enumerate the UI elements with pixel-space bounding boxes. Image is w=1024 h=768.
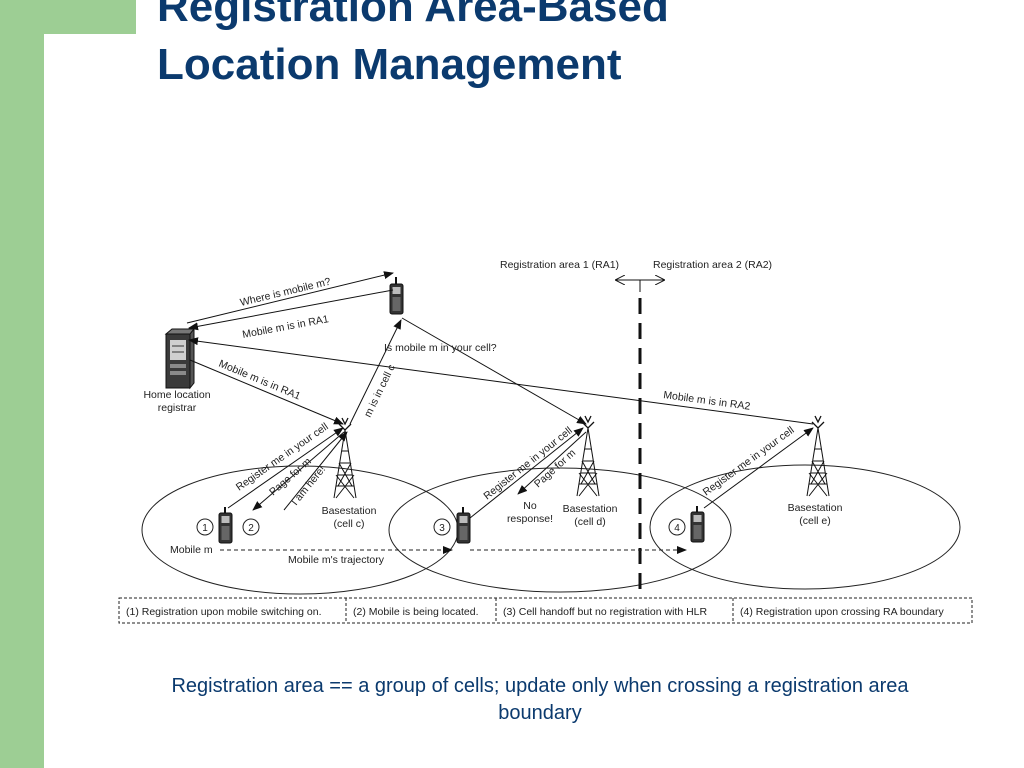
left-accent-band	[0, 0, 44, 768]
slide-caption: Registration area == a group of cells; u…	[171, 675, 909, 724]
step-1-number: 1	[202, 523, 208, 534]
bs-e-label-line-1: Basestation	[788, 502, 843, 514]
trajectory-label: Mobile m's trajectory	[288, 554, 385, 566]
msg-register-e: Register me in your cell	[701, 424, 797, 498]
cell-d-ellipse	[388, 467, 732, 593]
arrow-mobile-in-ra1-top	[188, 289, 394, 331]
step-1-circle	[196, 518, 214, 536]
title-line-2: Location Management	[157, 40, 622, 89]
msg-mobile-in-ra1-left: Mobile m is in RA1	[217, 358, 303, 403]
basestation-d-tower-icon	[576, 415, 600, 497]
arrow-page-for-m-d	[517, 431, 587, 495]
slide-title: Registration Area-Based Location Managem…	[157, 0, 669, 94]
legend-item-3: (3) Cell handoff but no registration wit…	[503, 606, 707, 618]
arrow-page-for-m-c	[252, 431, 345, 511]
mobile-m-label: Mobile m	[170, 544, 213, 556]
arrow-register-c	[227, 427, 344, 509]
msg-mobile-in-ra1-top: Mobile m is in RA1	[241, 313, 329, 341]
arrow-where-is-mobile	[186, 271, 394, 324]
no-response-line-1: No	[523, 500, 537, 512]
step-3-circle	[433, 518, 451, 536]
bs-d-label-line-1: Basestation	[563, 503, 618, 515]
hlr-server-icon	[164, 327, 196, 390]
bs-c-label-line-1: Basestation	[322, 505, 377, 517]
basestation-c-tower-icon	[333, 417, 357, 499]
step-3-number: 3	[439, 523, 445, 534]
legend-item-1: (1) Registration upon mobile switching o…	[126, 606, 322, 618]
arrow-is-mobile-in-cell	[401, 317, 587, 425]
step-2-circle	[242, 518, 260, 536]
cell-e-ellipse	[649, 464, 961, 590]
arrow-register-d	[469, 427, 584, 519]
mobile-position-4-phone-icon	[690, 506, 705, 543]
arrow-register-e	[703, 427, 814, 509]
step-2-number: 2	[248, 523, 254, 534]
hlr-label-line-1: Home location	[143, 389, 210, 401]
bs-d-label-line-2: (cell d)	[574, 516, 606, 528]
no-response-line-2: response!	[507, 513, 553, 525]
ra2-label: Registration area 2 (RA2)	[653, 259, 772, 271]
bs-c-label-line-2: (cell c)	[334, 518, 365, 530]
ra1-label: Registration area 1 (RA1)	[500, 259, 619, 271]
mobile-m-phone-icon	[218, 507, 233, 544]
title-line-1: Registration Area-Based	[157, 0, 669, 31]
arrow-mobile-in-ra1-left	[189, 359, 344, 425]
accent-corner	[44, 34, 136, 126]
msg-mobile-in-ra2: Mobile m is in RA2	[663, 389, 752, 413]
arrow-m-in-cell-c	[349, 319, 402, 425]
bs-e-label-line-2: (cell e)	[799, 515, 831, 527]
arrow-mobile-in-ra2	[188, 337, 814, 425]
step-4-circle	[668, 518, 686, 536]
basestation-e-tower-icon	[806, 415, 830, 497]
legend-box	[118, 597, 973, 624]
hlr-label-line-2: registrar	[158, 402, 197, 414]
top-mobile-phone-icon	[389, 277, 404, 315]
msg-m-in-cell-c: m is in cell c	[362, 363, 398, 420]
step-4-number: 4	[674, 523, 680, 534]
msg-is-mobile-in-cell: Is mobile m in your cell?	[384, 342, 497, 354]
legend-item-2: (2) Mobile is being located.	[353, 606, 478, 618]
legend-item-4: (4) Registration upon crossing RA bounda…	[740, 606, 944, 618]
top-accent-band	[0, 0, 136, 34]
arrow-i-am-here	[283, 431, 348, 511]
mobile-position-3-phone-icon	[456, 507, 471, 544]
